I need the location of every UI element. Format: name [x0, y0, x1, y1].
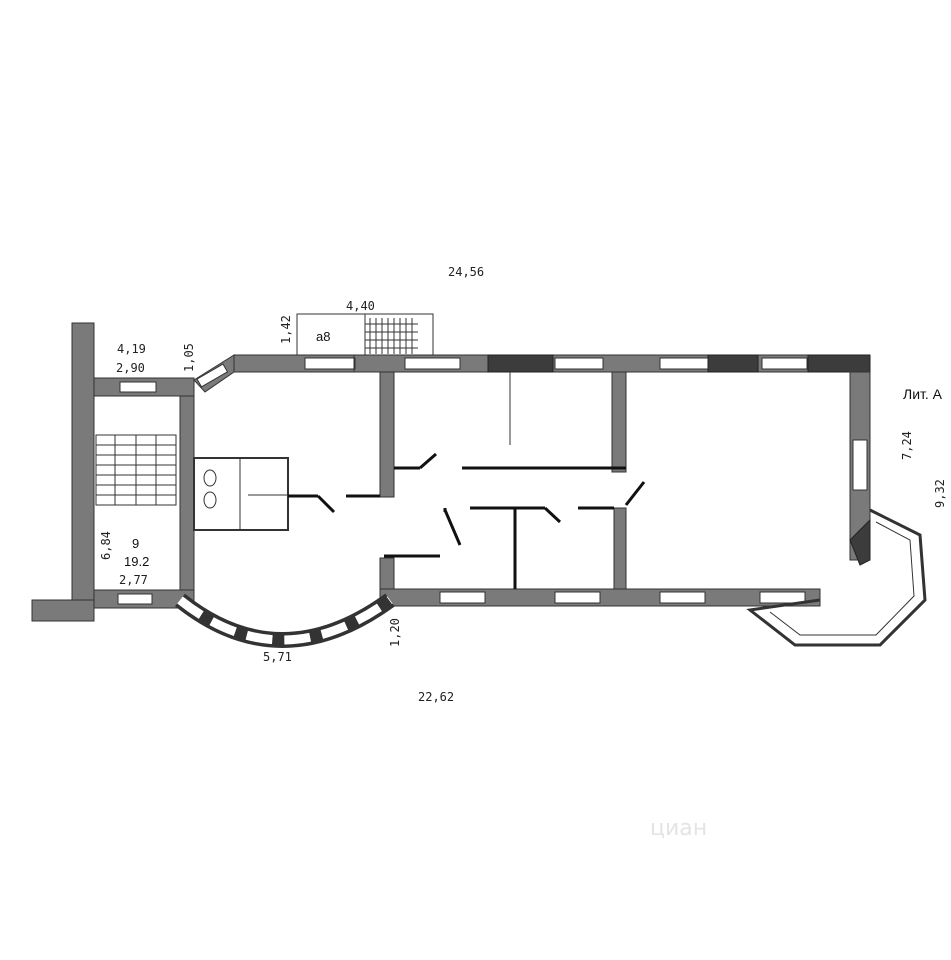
dim-top-total: 24,56: [448, 265, 484, 279]
bottom-window-2: [554, 591, 601, 604]
bottom-window-4: [759, 591, 806, 604]
lit-label: Лит. А: [903, 386, 943, 402]
stair-steps: [95, 434, 177, 506]
dim-stair-offset: 1,05: [182, 343, 196, 372]
stair-bottom-window: [117, 593, 153, 605]
dim-bay-arc: 5,71: [263, 650, 292, 664]
annex-a8: [296, 313, 434, 357]
annex-label: а8: [316, 329, 330, 344]
top-pier-dark: [487, 354, 554, 373]
dim-stair-inner: 2,90: [116, 361, 145, 375]
curved-bay: [175, 593, 395, 648]
dim-annex-width: 4,40: [346, 299, 375, 313]
stair-room-area: 19.2: [124, 554, 149, 569]
top-window-2: [404, 357, 461, 370]
top-window-4: [659, 357, 709, 370]
partition-a-low: [379, 557, 395, 590]
partition-a: [379, 371, 395, 498]
toilet-icon: [203, 469, 217, 487]
octagon-inner: [769, 521, 915, 636]
octagon-bay: [746, 508, 927, 647]
octagon-outline: [746, 508, 927, 647]
dim-bay-offset: 1,20: [388, 618, 402, 647]
stair-outer-wall: [71, 322, 95, 622]
dim-annex-height: 1,42: [279, 315, 293, 344]
toilet-icon: [203, 491, 217, 509]
stair-top-window: [119, 381, 157, 393]
bay-windows: [177, 596, 393, 645]
dim-stair-bottom: 2,77: [119, 573, 148, 587]
bottom-window-1: [439, 591, 486, 604]
stair-inner-wall: [179, 395, 195, 591]
dimensions: 24,56 4,40 1,42 4,19 2,90 1,05 6,84 2,77…: [99, 265, 947, 704]
labels: а8 9 19.2 Лит. А: [124, 329, 943, 569]
top-window-5: [761, 357, 808, 370]
partition-b-low: [613, 507, 627, 590]
dim-right-total: 9,32: [933, 479, 947, 508]
dim-stair-outer: 4,19: [117, 342, 146, 356]
bottom-window-3: [659, 591, 706, 604]
staircase-block: [31, 322, 195, 622]
top-window-3: [554, 357, 604, 370]
top-corner-dark: [807, 354, 871, 373]
stair-room-number: 9: [132, 536, 139, 551]
dim-bottom-total: 22,62: [418, 690, 454, 704]
partition-b: [611, 371, 627, 473]
top-pier-dark-2: [707, 354, 759, 373]
top-window-1: [304, 357, 356, 370]
annex-steps: [365, 318, 418, 354]
dim-right-height: 7,24: [900, 431, 914, 460]
wc-block: [193, 457, 289, 531]
main-walls: [193, 354, 871, 607]
right-window: [852, 439, 868, 491]
interior-walls: [193, 355, 646, 590]
watermark: циан: [650, 816, 707, 841]
dim-stair-length: 6,84: [99, 531, 113, 560]
octagon-joint: [849, 518, 871, 566]
stair-foot-wall: [31, 599, 95, 622]
bend-window: [196, 363, 229, 388]
